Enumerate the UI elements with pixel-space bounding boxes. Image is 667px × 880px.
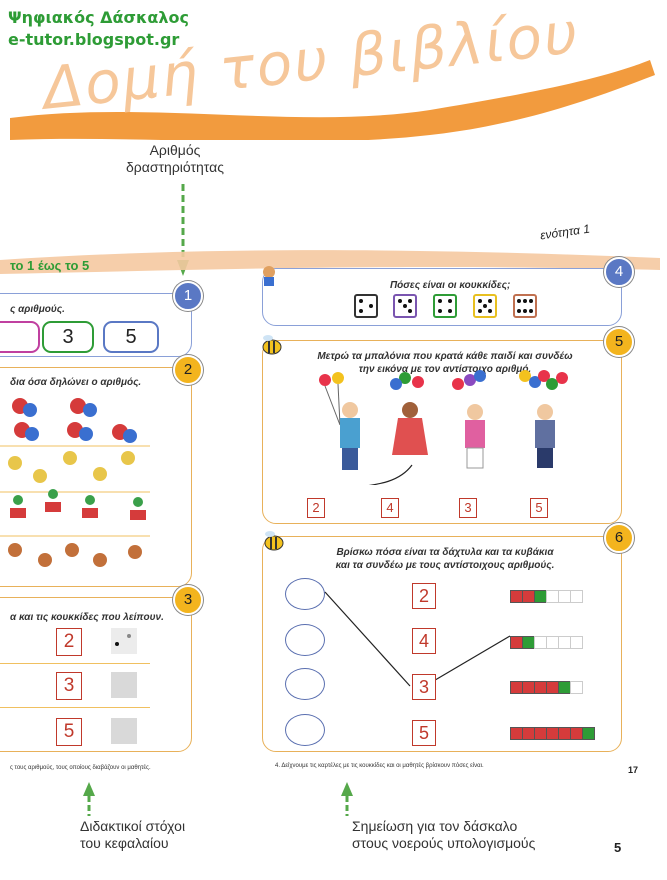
hand-icon-2: [285, 624, 325, 656]
page-number: 5: [614, 840, 622, 855]
boy-mascot-icon: [258, 264, 280, 288]
chapter-title: το 1 έως το 5: [10, 258, 90, 273]
activity-3-number-2: 2: [56, 628, 82, 656]
watermark-url: e-tutor.blogspot.gr: [8, 30, 180, 49]
activity-3-panel: [0, 597, 192, 752]
book-page-number: 17: [628, 765, 639, 775]
kids-with-balloons-illustration: [319, 370, 568, 485]
activity-5-text: Μετρώ τα μπαλόνια που κρατά κάθε παιδί κ…: [317, 351, 573, 375]
bee-icon: [260, 334, 284, 360]
left-page-footer: ς τους αριθμούς, τους οποίους διαβάζουν …: [10, 765, 151, 771]
activity-5-number-2: 2: [307, 498, 325, 518]
activity-2-badge: 2: [173, 355, 203, 385]
annotation-teacher-note: Σημείωση για τον δάσκαλο στους νοερούς υ…: [352, 818, 536, 851]
activity-5-number-4: 4: [381, 498, 399, 518]
activity-2-toy-pictures: [0, 398, 150, 567]
annotation-activity-number: Αριθμός δραστηριότητας: [126, 142, 224, 175]
activity-6-badge: 6: [604, 523, 634, 553]
arrow-up-icon-2: [341, 782, 353, 816]
dice-4: [473, 294, 497, 318]
dice-2: [393, 294, 417, 318]
activity-2-text: δια όσα δηλώνει ο αριθμός.: [10, 377, 142, 388]
activity-1-card-5: 5: [103, 321, 159, 353]
activity-5-number-5: 5: [530, 498, 548, 518]
kid-2: [390, 372, 428, 455]
activity-3-number-3: 3: [56, 672, 82, 700]
activity-1-card-partial: [0, 321, 40, 353]
dice-5: [513, 294, 537, 318]
activity-3-text: α και τις κουκκίδες που λείπουν.: [10, 612, 164, 623]
activity-3-badge: 3: [173, 585, 203, 615]
activity-3-dice-2: [111, 672, 137, 698]
activity-6-number-2: 2: [412, 583, 436, 609]
kid-1: [319, 372, 360, 470]
activity-4-text: Πόσες είναι οι κουκκίδες;: [390, 280, 511, 291]
hand-icon-3: [285, 668, 325, 700]
activity-1-text: ς αριθμούς.: [10, 304, 65, 315]
dice-1: [354, 294, 378, 318]
right-page-footer: 4. Δείχνουμε τις καρτέλες με τις κουκκίδ…: [275, 763, 484, 769]
header-brush-stroke: [10, 60, 655, 140]
chapter-band: [0, 250, 660, 274]
activity-6-number-4: 4: [412, 628, 436, 654]
bee-icon-2: [262, 530, 286, 556]
kid-3: [452, 370, 486, 469]
kid-4: [519, 370, 568, 468]
annotation-chapter-goals: Διδακτικοί στόχοι του κεφαλαίου: [80, 818, 186, 851]
activity-6-number-3: 3: [412, 674, 436, 700]
activity-3-dice-3: [111, 718, 137, 744]
hand-icon-1: [285, 578, 325, 610]
activity-5-panel: [262, 340, 622, 524]
activity-5-badge: 5: [604, 327, 634, 357]
activity-6-number-5: 5: [412, 720, 436, 746]
activity-6-connecting-lines: [324, 591, 511, 687]
activity-6-text: Βρίσκω πόσα είναι τα δάχτυλα και τα κυβά…: [335, 547, 555, 571]
activity-1-badge: 1: [173, 281, 203, 311]
dice-3: [433, 294, 457, 318]
activity-3-dice-1: [111, 628, 137, 654]
hand-icon-4: [285, 714, 325, 746]
activity-1-card-3: 3: [42, 321, 94, 353]
watermark-title: Ψηφιακός Δάσκαλος: [8, 8, 189, 27]
activity-3-number-5: 5: [56, 718, 82, 746]
arrow-up-icon: [83, 782, 95, 816]
activity-5-number-3: 3: [459, 498, 477, 518]
activity-4-badge: 4: [604, 257, 634, 287]
